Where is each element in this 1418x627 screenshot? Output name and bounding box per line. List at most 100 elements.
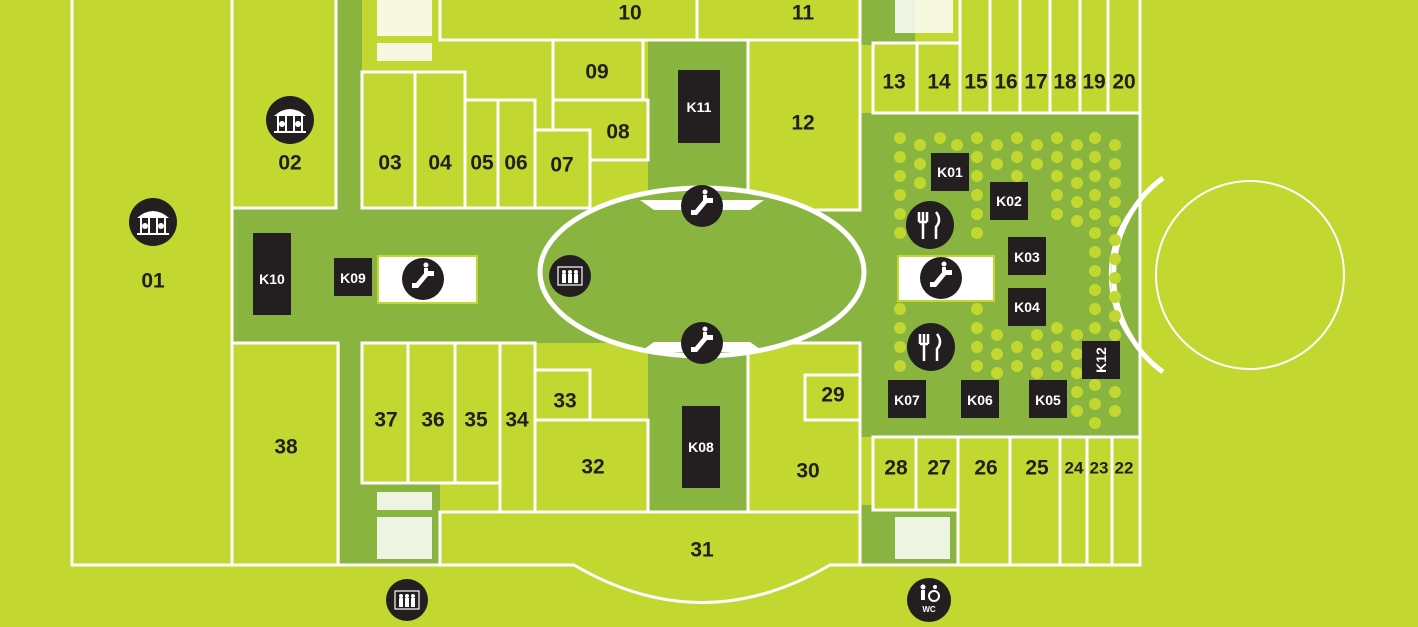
seating-dot: [1109, 291, 1121, 303]
unit-33[interactable]: 33: [533, 368, 592, 422]
unit-07[interactable]: 07: [533, 128, 592, 210]
kiosk-k02[interactable]: K02: [990, 182, 1028, 220]
kiosk-k12[interactable]: K12: [1082, 341, 1120, 379]
kiosk-k10[interactable]: K10: [253, 233, 291, 315]
seating-dot: [1089, 265, 1101, 277]
kiosk-k01[interactable]: K01: [931, 153, 969, 191]
units: 01 02 10 11 09 08 03 04 05 06 07 12 13 1…: [70, 0, 1142, 604]
escalator-icon[interactable]: [920, 257, 962, 299]
unit-29[interactable]: 29: [803, 373, 862, 422]
unit-label: 18: [1053, 71, 1077, 94]
unit-04[interactable]: 04: [413, 70, 467, 210]
unit-label: 05: [470, 152, 494, 175]
kiosk-k08[interactable]: K08: [682, 406, 720, 488]
unit-11[interactable]: 11: [695, 0, 862, 42]
unit-10[interactable]: 10: [438, 0, 699, 42]
seating-dot: [1011, 151, 1023, 163]
seating-dot: [1089, 151, 1101, 163]
elevator-icon[interactable]: [548, 254, 592, 298]
seating-dot: [914, 139, 926, 151]
seating-dot: [971, 189, 983, 201]
unit-label: 26: [974, 457, 997, 480]
unit-15[interactable]: 15: [958, 0, 992, 115]
kiosk-k09[interactable]: K09: [334, 258, 372, 296]
unit-16[interactable]: 16: [988, 0, 1022, 115]
kiosk-label: K03: [1014, 249, 1040, 265]
unit-label: 31: [690, 539, 714, 562]
unit-label: 32: [581, 456, 604, 479]
escalator-icon[interactable]: [681, 322, 723, 364]
unit-30[interactable]: 30: [746, 341, 862, 514]
unit-label: 27: [927, 457, 950, 480]
seating-dot: [1071, 215, 1083, 227]
unit-label: 04: [428, 152, 452, 175]
kiosk-k03[interactable]: K03: [1008, 237, 1046, 275]
unit-35[interactable]: 35: [453, 341, 502, 485]
seating-dot: [914, 177, 926, 189]
unit-24[interactable]: 24: [1058, 435, 1089, 567]
seating-dot: [971, 170, 983, 182]
elevator-icon[interactable]: [385, 578, 429, 622]
kiosk-label: K09: [340, 270, 366, 286]
kiosk-label: K12: [1093, 347, 1109, 373]
unit-37[interactable]: 37: [360, 341, 410, 485]
seating-dot: [894, 303, 906, 315]
unit-32[interactable]: 32: [533, 418, 650, 514]
seating-dot: [894, 341, 906, 353]
unit-27[interactable]: 27: [914, 435, 960, 512]
kiosk-k06[interactable]: K06: [961, 380, 999, 418]
unit-34[interactable]: 34: [498, 341, 537, 514]
unit-06[interactable]: 06: [496, 98, 537, 210]
stair-grids: [377, 0, 953, 559]
unit-12[interactable]: 12: [746, 38, 862, 212]
escalator-icon[interactable]: [681, 185, 723, 227]
seating-dot: [1089, 246, 1101, 258]
kiosk-k11[interactable]: K11: [678, 70, 720, 143]
seating-dot: [991, 367, 1003, 379]
kiosk-k05[interactable]: K05: [1029, 380, 1067, 418]
unit-label: 09: [585, 61, 608, 84]
kiosk-label: K11: [687, 99, 712, 115]
seating-dot: [1071, 139, 1083, 151]
seating-dot: [1051, 322, 1063, 334]
kiosks: K10 K09 K11 K08 K01 K02 K03 K04 K12 K07 …: [253, 70, 1120, 488]
unit-28[interactable]: 28: [871, 435, 918, 512]
seating-dot: [894, 360, 906, 372]
unit-01[interactable]: 01: [70, 0, 234, 567]
unit-22[interactable]: 22: [1110, 435, 1142, 567]
unit-13[interactable]: 13: [871, 41, 919, 115]
unit-label: 10: [618, 2, 641, 25]
unit-36[interactable]: 36: [406, 341, 457, 485]
unit-26[interactable]: 26: [956, 435, 1012, 567]
seating-dot: [1109, 196, 1121, 208]
unit-31[interactable]: 31: [438, 510, 862, 604]
unit-label: 02: [278, 152, 301, 175]
restaurant-icon[interactable]: [905, 321, 957, 373]
unit-19[interactable]: 19: [1078, 0, 1110, 115]
unit-25[interactable]: 25: [1008, 435, 1062, 567]
escalator-icon[interactable]: [402, 258, 444, 300]
unit-17[interactable]: 17: [1018, 0, 1052, 115]
seating-dot: [1109, 405, 1121, 417]
seating-dot: [1071, 386, 1083, 398]
seating-dot: [1089, 398, 1101, 410]
unit-03[interactable]: 03: [360, 70, 417, 210]
restaurant-icon[interactable]: [904, 199, 956, 251]
unit-label: 23: [1090, 459, 1109, 478]
seating-dot: [1071, 405, 1083, 417]
unit-38[interactable]: 38: [230, 341, 340, 567]
seating-dot: [894, 189, 906, 201]
unit-18[interactable]: 18: [1048, 0, 1082, 115]
unit-label: 25: [1025, 457, 1049, 480]
kiosk-k07[interactable]: K07: [888, 380, 926, 418]
kiosk-label: K10: [259, 271, 285, 287]
unit-label: 30: [796, 460, 819, 483]
unit-20[interactable]: 20: [1106, 0, 1142, 115]
wc-icon[interactable]: WC: [907, 578, 951, 622]
unit-23[interactable]: 23: [1085, 435, 1114, 567]
unit-05[interactable]: 05: [463, 98, 500, 210]
kiosk-k04[interactable]: K04: [1008, 288, 1046, 326]
unit-09[interactable]: 09: [551, 38, 645, 102]
carousel-icon: [265, 95, 315, 145]
unit-14[interactable]: 14: [915, 41, 962, 115]
